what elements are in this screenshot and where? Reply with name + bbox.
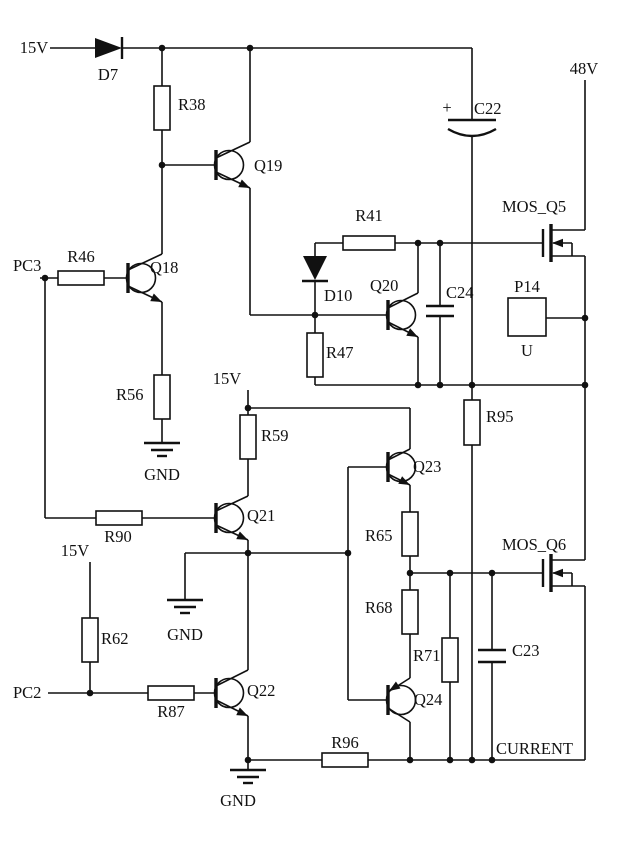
- label-r38: R38: [178, 95, 206, 114]
- label-v48: 48V: [570, 59, 599, 78]
- label-v15-top: 15V: [20, 38, 49, 57]
- label-r41: R41: [355, 206, 383, 225]
- junction-dots: [41, 44, 589, 764]
- mosfet-q6: [541, 554, 585, 592]
- label-r65: R65: [365, 526, 393, 545]
- capacitor-c23: [478, 648, 506, 664]
- resistor-r56: [153, 374, 171, 420]
- ground-symbol-bottom: [230, 768, 266, 785]
- capacitor-c22: [447, 118, 497, 138]
- capacitor-c24: [426, 304, 454, 318]
- label-q19: Q19: [254, 156, 282, 175]
- resistor-r38: [153, 85, 171, 131]
- label-current: CURRENT: [496, 739, 573, 758]
- resistor-r46: [57, 270, 105, 286]
- label-r96: R96: [331, 733, 359, 752]
- label-q20: Q20: [370, 276, 398, 295]
- resistor-r62: [81, 617, 99, 663]
- label-r68: R68: [365, 598, 393, 617]
- label-r47: R47: [326, 343, 354, 362]
- connector-p14: [507, 297, 547, 337]
- diode-d7: [95, 37, 124, 59]
- label-d10: D10: [324, 286, 352, 305]
- label-r95: R95: [486, 407, 514, 426]
- transistor-q23: [385, 448, 417, 486]
- label-q23: Q23: [413, 457, 441, 476]
- resistor-r90: [95, 510, 143, 526]
- transistor-q22: [213, 669, 249, 717]
- transistor-q19: [213, 141, 251, 189]
- mosfet-q5: [541, 224, 585, 262]
- transistor-q20: [385, 292, 419, 338]
- transistor-q24: [385, 677, 417, 723]
- resistor-r47: [306, 332, 324, 378]
- label-r56: R56: [116, 385, 144, 404]
- label-pc2: PC2: [13, 683, 41, 702]
- label-q22: Q22: [247, 681, 275, 700]
- label-q24: Q24: [414, 690, 442, 709]
- ground-symbol-left: [144, 441, 180, 458]
- label-q18: Q18: [150, 258, 178, 277]
- label-c22-plus: +: [442, 98, 451, 117]
- resistor-r87: [147, 685, 195, 701]
- label-v15-pc2: 15V: [61, 541, 90, 560]
- label-r87: R87: [157, 702, 185, 721]
- resistor-r96: [321, 752, 369, 768]
- label-r62: R62: [101, 629, 129, 648]
- transistor-q21: [213, 495, 249, 541]
- transistor-q18: [125, 253, 163, 303]
- label-gnd-left: GND: [144, 465, 180, 484]
- resistor-r41: [342, 235, 396, 251]
- label-c23: C23: [512, 641, 540, 660]
- wires: [40, 47, 586, 770]
- label-gnd-mid: GND: [167, 625, 203, 644]
- resistor-r59: [239, 414, 257, 460]
- label-mos-q6: MOS_Q6: [502, 535, 566, 554]
- label-c22: C22: [474, 99, 502, 118]
- label-c24: C24: [446, 283, 474, 302]
- label-mos-q5: MOS_Q5: [502, 197, 566, 216]
- label-r90: R90: [104, 527, 132, 546]
- resistor-r68: [401, 589, 419, 635]
- label-r71: R71: [413, 646, 441, 665]
- label-p14: P14: [514, 277, 540, 296]
- label-pc3: PC3: [13, 256, 41, 275]
- label-r46: R46: [67, 247, 95, 266]
- diode-d10: [302, 256, 328, 283]
- label-p14-u: U: [521, 341, 533, 360]
- ground-symbol-mid: [167, 598, 203, 615]
- resistor-r71: [441, 637, 459, 683]
- label-gnd-bottom: GND: [220, 791, 256, 810]
- label-q21: Q21: [247, 506, 275, 525]
- resistor-r95: [463, 399, 481, 446]
- resistor-r65: [401, 511, 419, 557]
- label-d7: D7: [98, 65, 118, 84]
- label-v15-mid: 15V: [213, 369, 242, 388]
- label-r59: R59: [261, 426, 289, 445]
